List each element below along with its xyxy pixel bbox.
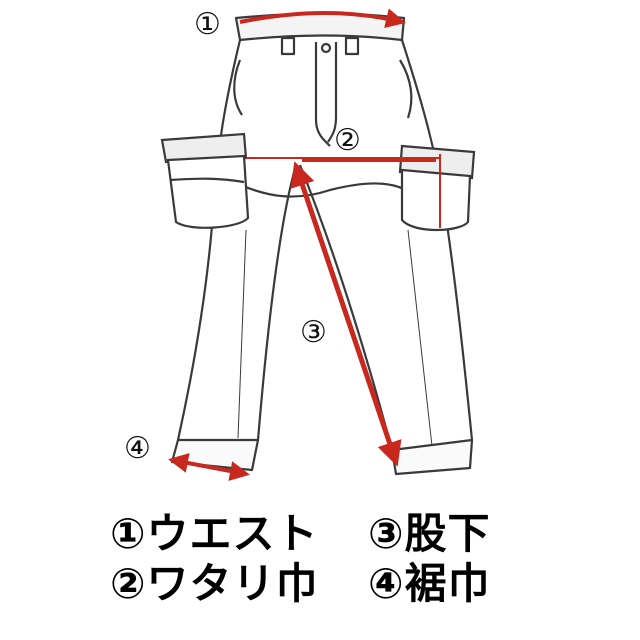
legend-thigh-width: ②ワタリ巾 <box>110 559 319 608</box>
legend-hem-width: ④裾巾 <box>368 559 491 608</box>
cargo-pocket-left <box>160 132 250 229</box>
measure-inseam <box>290 161 402 467</box>
marker-2: ② <box>334 123 361 158</box>
pants-measurement-diagram: ① ② ③ ④ <box>124 7 476 481</box>
marker-3: ③ <box>300 315 327 350</box>
legend-inseam: ③股下 <box>368 509 491 558</box>
measure-hem <box>168 453 250 481</box>
marker-1: ① <box>194 7 221 42</box>
measurement-lines <box>168 8 441 481</box>
legend-waist: ①ウエスト <box>110 509 319 558</box>
measure-waist <box>239 8 406 28</box>
marker-4: ④ <box>124 431 151 466</box>
